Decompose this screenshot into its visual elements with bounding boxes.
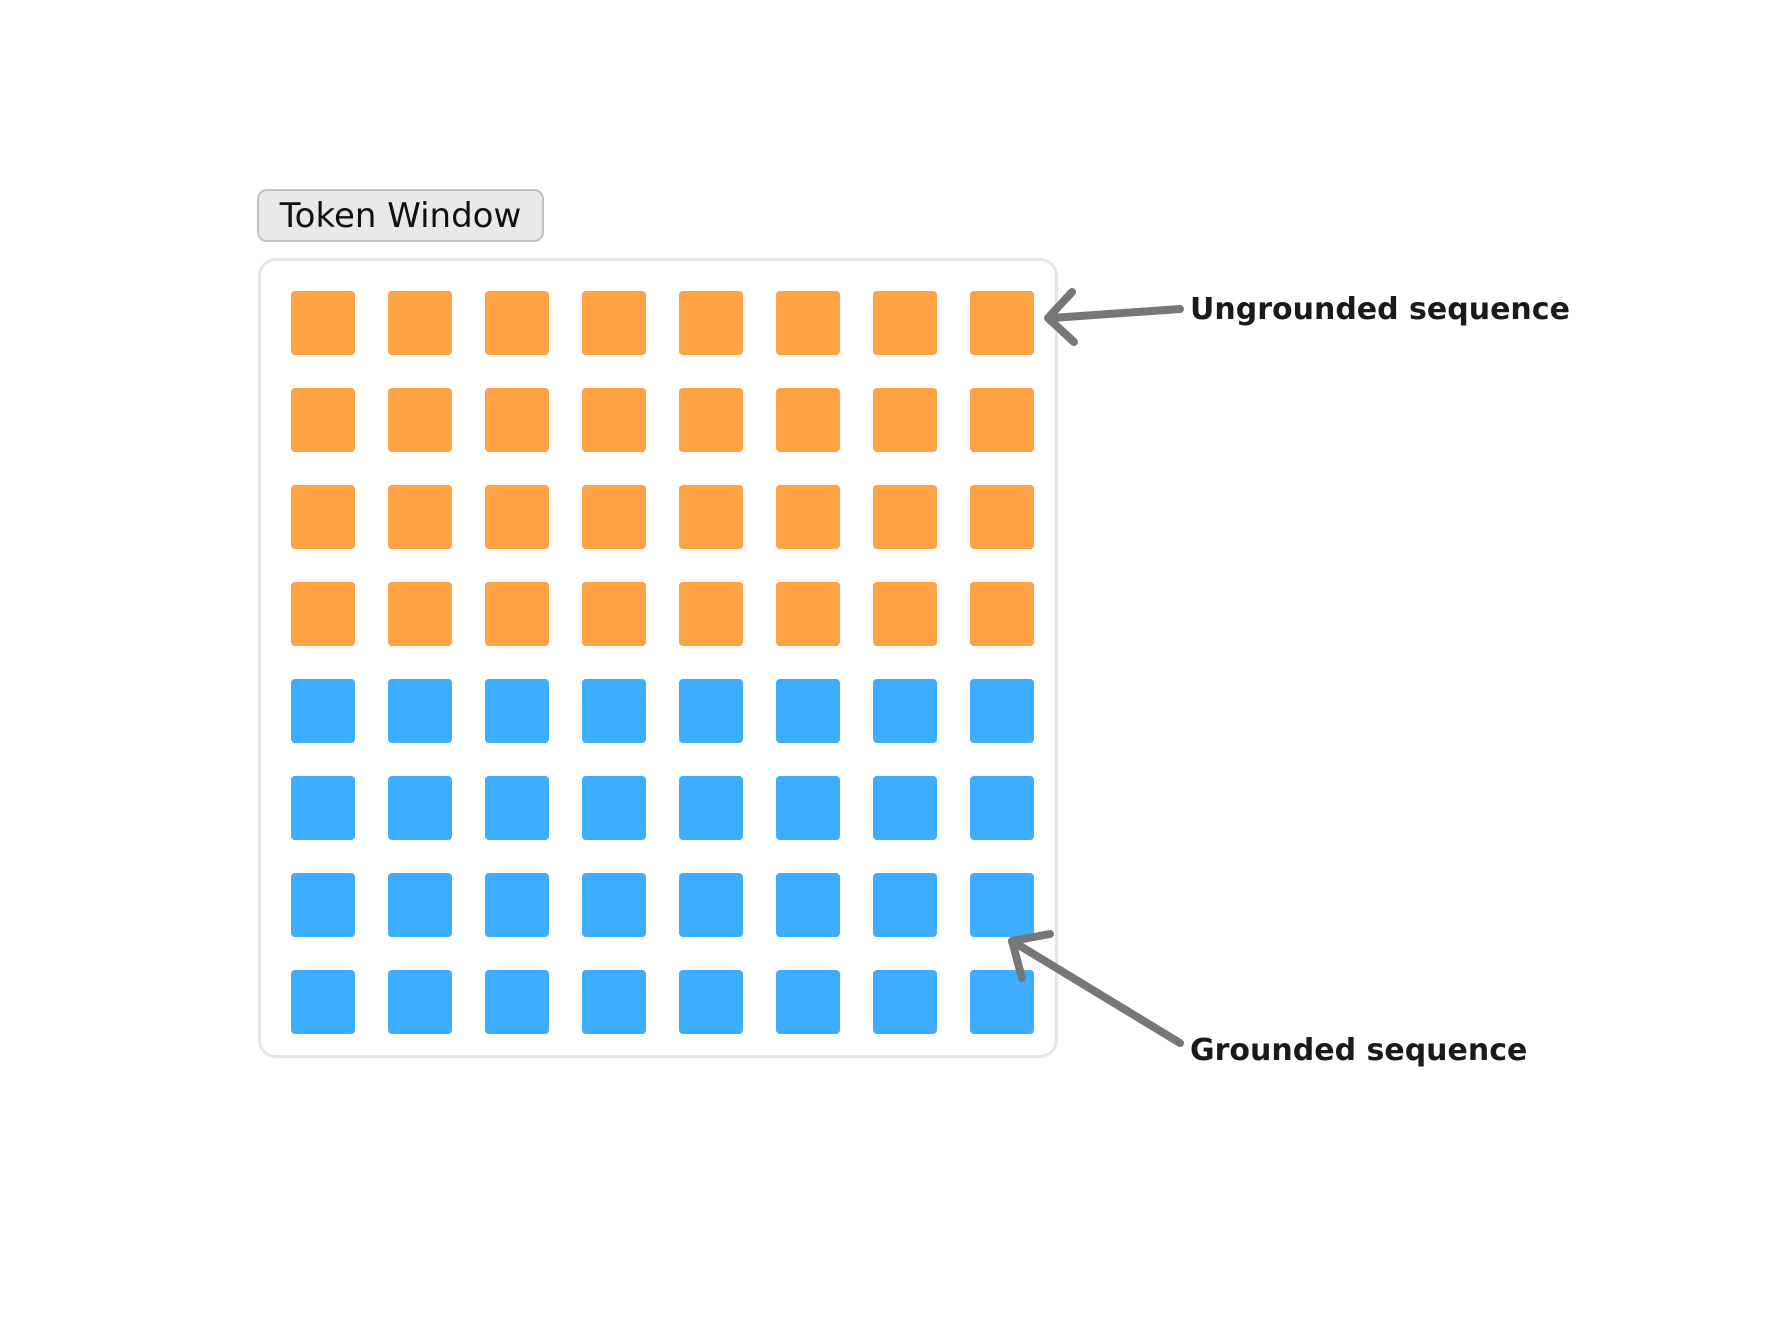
ungrounded-token xyxy=(679,388,743,452)
grounded-token xyxy=(485,679,549,743)
grounded-token xyxy=(291,970,355,1034)
grounded-token xyxy=(679,776,743,840)
ungrounded-token xyxy=(679,582,743,646)
grounded-token xyxy=(873,679,937,743)
ungrounded-token xyxy=(582,485,646,549)
grounded-token xyxy=(388,679,452,743)
grounded-token xyxy=(388,873,452,937)
ungrounded-token xyxy=(776,485,840,549)
grounded-token xyxy=(485,970,549,1034)
ungrounded-sequence-label: Ungrounded sequence xyxy=(1190,292,1570,327)
grounded-token xyxy=(582,679,646,743)
grounded-token xyxy=(873,776,937,840)
ungrounded-token xyxy=(873,388,937,452)
ungrounded-token xyxy=(776,291,840,355)
token-window-tab: Token Window xyxy=(257,189,544,242)
grounded-token xyxy=(970,679,1034,743)
ungrounded-token xyxy=(776,388,840,452)
ungrounded-token xyxy=(582,582,646,646)
ungrounded-token xyxy=(582,388,646,452)
ungrounded-token xyxy=(873,485,937,549)
ungrounded-token xyxy=(970,582,1034,646)
ungrounded-token xyxy=(970,388,1034,452)
ungrounded-token xyxy=(873,291,937,355)
grounded-token xyxy=(873,970,937,1034)
grounded-token xyxy=(776,679,840,743)
ungrounded-token xyxy=(970,485,1034,549)
grounded-token xyxy=(291,873,355,937)
ungrounded-token xyxy=(776,582,840,646)
token-window-frame xyxy=(258,258,1058,1058)
grounded-token xyxy=(679,970,743,1034)
ungrounded-token xyxy=(291,485,355,549)
grounded-token xyxy=(582,776,646,840)
ungrounded-token xyxy=(291,582,355,646)
ungrounded-token xyxy=(485,388,549,452)
grounded-token xyxy=(873,873,937,937)
ungrounded-token xyxy=(485,485,549,549)
grounded-sequence-label: Grounded sequence xyxy=(1190,1033,1528,1068)
grounded-token xyxy=(291,776,355,840)
ungrounded-token xyxy=(291,388,355,452)
grounded-token xyxy=(970,776,1034,840)
ungrounded-token xyxy=(582,291,646,355)
grounded-token xyxy=(485,776,549,840)
grounded-token xyxy=(582,970,646,1034)
grounded-token xyxy=(970,970,1034,1034)
grounded-token xyxy=(776,873,840,937)
grounded-token xyxy=(485,873,549,937)
ungrounded-token xyxy=(485,291,549,355)
ungrounded-token xyxy=(388,582,452,646)
grounded-token xyxy=(388,776,452,840)
grounded-token xyxy=(776,970,840,1034)
grounded-token xyxy=(970,873,1034,937)
ungrounded-token xyxy=(679,485,743,549)
ungrounded-token xyxy=(388,485,452,549)
grounded-token xyxy=(388,970,452,1034)
ungrounded-token xyxy=(388,388,452,452)
grounded-token xyxy=(291,679,355,743)
ungrounded-token xyxy=(291,291,355,355)
ungrounded-token xyxy=(388,291,452,355)
grounded-token xyxy=(776,776,840,840)
ungrounded-token xyxy=(970,291,1034,355)
ungrounded-token xyxy=(485,582,549,646)
grounded-token xyxy=(582,873,646,937)
token-grid xyxy=(291,291,1034,1034)
ungrounded-token xyxy=(873,582,937,646)
ungrounded-arrow xyxy=(1044,288,1184,346)
grounded-token xyxy=(679,679,743,743)
grounded-token xyxy=(679,873,743,937)
ungrounded-token xyxy=(679,291,743,355)
